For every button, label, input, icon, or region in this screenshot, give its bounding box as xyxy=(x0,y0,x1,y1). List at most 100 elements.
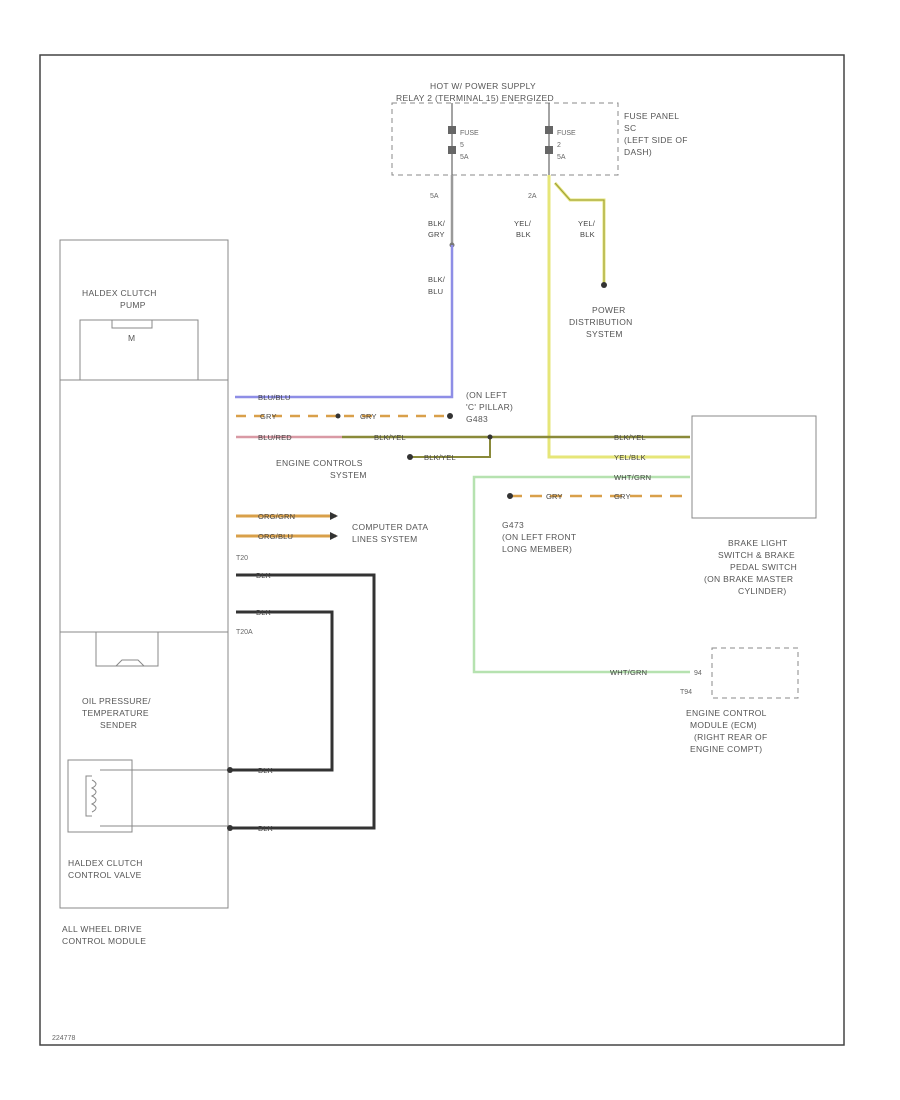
power-distribution-terminal xyxy=(601,282,607,288)
fuse-right-symbol xyxy=(545,126,553,134)
arrow-icon xyxy=(330,512,338,520)
wire-label-gry-a: GRY xyxy=(260,412,277,421)
engine-controls-2: SYSTEM xyxy=(330,470,367,480)
ground-g483-1: (ON LEFT xyxy=(466,390,507,400)
fuse-left-symbol xyxy=(448,126,456,134)
wire-label-yel-blk-h: YEL/BLK xyxy=(614,453,646,462)
valve-coil-icon xyxy=(85,775,92,817)
fuse-left-number: 5 xyxy=(460,142,464,149)
connector-t20: T20 xyxy=(236,555,248,562)
power-distribution-2: DISTRIBUTION xyxy=(569,317,633,327)
wire-label-blk-yel-c: BLK/YEL xyxy=(424,453,456,462)
fuse-right-number: 2 xyxy=(557,142,561,149)
wire-label-wht-grn-b: WHT/GRN xyxy=(610,668,647,677)
wire-label-blk-blu-1: BLK/ xyxy=(428,275,446,284)
fuse-right-rating: 5A xyxy=(557,154,566,161)
wire-label-blk-yel-a: BLK/YEL xyxy=(374,433,406,442)
module-name-1: ALL WHEEL DRIVE xyxy=(62,924,142,934)
ecm-box xyxy=(711,647,799,699)
wire-label-wht-grn-a: WHT/GRN xyxy=(614,473,651,482)
oil-sensor-2: TEMPERATURE xyxy=(82,708,149,718)
brake-switch-2: SWITCH & BRAKE xyxy=(718,550,795,560)
wire-label-blk-gry-2: GRY xyxy=(428,230,445,239)
awd-module-box xyxy=(59,239,229,909)
fuse-left-pin: 5A xyxy=(430,193,439,200)
motor-icon xyxy=(111,320,153,329)
diagram-frame xyxy=(39,54,845,1046)
valve-box xyxy=(67,759,133,833)
engine-controls-terminal xyxy=(407,454,413,460)
control-valve-2: CONTROL VALVE xyxy=(68,870,142,880)
connector-t94: T94 xyxy=(680,689,692,696)
ecm-pin: 94 xyxy=(694,670,702,677)
power-supply-title-2: RELAY 2 (TERMINAL 15) ENERGIZED xyxy=(396,93,554,103)
fuse-panel-box xyxy=(391,102,619,176)
pump-box xyxy=(79,319,199,381)
ground-g483-2: 'C' PILLAR) xyxy=(466,402,513,412)
ground-g473-3: LONG MEMBER) xyxy=(502,544,572,554)
wire-blk-outer xyxy=(232,573,376,830)
engine-controls-1: ENGINE CONTROLS xyxy=(276,458,363,468)
wire-label-blu-red: BLU/RED xyxy=(258,433,292,442)
diagram-id: 224778 xyxy=(52,1035,75,1042)
ecm-3: (RIGHT REAR OF xyxy=(694,732,767,742)
wire-label-blk-yel-b: BLK/YEL xyxy=(614,433,646,442)
wire-label-blk-a: BLK xyxy=(256,571,271,580)
computer-data-2: LINES SYSTEM xyxy=(352,534,417,544)
fuse-panel-label-3: (LEFT SIDE OF xyxy=(624,135,688,145)
ecm-2: MODULE (ECM) xyxy=(690,720,757,730)
wire-label-blk-blu-2: BLU xyxy=(428,287,443,296)
ground-terminal-g483 xyxy=(447,413,453,419)
oil-sensor-3: SENDER xyxy=(100,720,137,730)
splice-dot-gry xyxy=(335,413,341,419)
power-distribution-3: SYSTEM xyxy=(586,329,623,339)
brake-switch-3: PEDAL SWITCH xyxy=(730,562,797,572)
wire-label-blk-b: BLK xyxy=(256,608,271,617)
valve-coil-winding xyxy=(90,779,97,813)
wire-label-blk-gry-1: BLK/ xyxy=(428,219,446,228)
fuse-left-label: FUSE xyxy=(460,130,479,137)
wire-label-yel-blk-b-2: BLK xyxy=(580,230,595,239)
fuse-left-symbol-2 xyxy=(448,146,456,154)
motor-symbol: M xyxy=(128,333,135,343)
power-distribution-1: POWER xyxy=(592,305,626,315)
connector-t20a: T20A xyxy=(236,629,253,636)
wire-label-org-blu: ORG/BLU xyxy=(258,532,293,541)
valve-terminal-1 xyxy=(227,767,233,773)
ecm-4: ENGINE COMPT) xyxy=(690,744,762,754)
ground-g473-2: (ON LEFT FRONT xyxy=(502,532,576,542)
arrow-icon xyxy=(330,532,338,540)
fuse-left-rating: 5A xyxy=(460,154,469,161)
wire-label-blk-d: BLK xyxy=(258,824,273,833)
module-name-2: CONTROL MODULE xyxy=(62,936,146,946)
ground-g483-3: G483 xyxy=(466,414,488,424)
control-valve-1: HALDEX CLUTCH xyxy=(68,858,143,868)
ground-g473-1: G473 xyxy=(502,520,524,530)
pump-label-1: HALDEX CLUTCH xyxy=(82,288,157,298)
wire-label-blu-blu: BLU/BLU xyxy=(258,393,291,402)
wire-blk-blu xyxy=(235,245,454,399)
oil-sensor-1: OIL PRESSURE/ xyxy=(82,696,151,706)
wire-label-gry-b: GRY xyxy=(360,412,377,421)
brake-switch-box xyxy=(691,415,817,519)
wire-label-yel-blk-b-1: YEL/ xyxy=(578,219,596,228)
wire-yel-blk-branch-stripe xyxy=(554,182,605,285)
wire-label-blk-c: BLK xyxy=(258,766,273,775)
wire-label-yel-blk-a-2: BLK xyxy=(516,230,531,239)
brake-switch-5: CYLINDER) xyxy=(738,586,787,596)
pump-label-2: PUMP xyxy=(120,300,146,310)
ecm-1: ENGINE CONTROL xyxy=(686,708,767,718)
ground-terminal-g473 xyxy=(507,493,513,499)
computer-data-1: COMPUTER DATA xyxy=(352,522,428,532)
sensor-symbol xyxy=(115,659,145,667)
wire-label-yel-blk-a-1: YEL/ xyxy=(514,219,532,228)
fuse-right-label: FUSE xyxy=(557,130,576,137)
wire-label-gry-c: GRY xyxy=(546,492,563,501)
splice-dot-blk-yel xyxy=(487,434,493,440)
fuse-panel-label-1: FUSE PANEL xyxy=(624,111,679,121)
valve-terminal-2 xyxy=(227,825,233,831)
wire-label-gry-d: GRY xyxy=(614,492,631,501)
fuse-right-pin: 2A xyxy=(528,193,537,200)
